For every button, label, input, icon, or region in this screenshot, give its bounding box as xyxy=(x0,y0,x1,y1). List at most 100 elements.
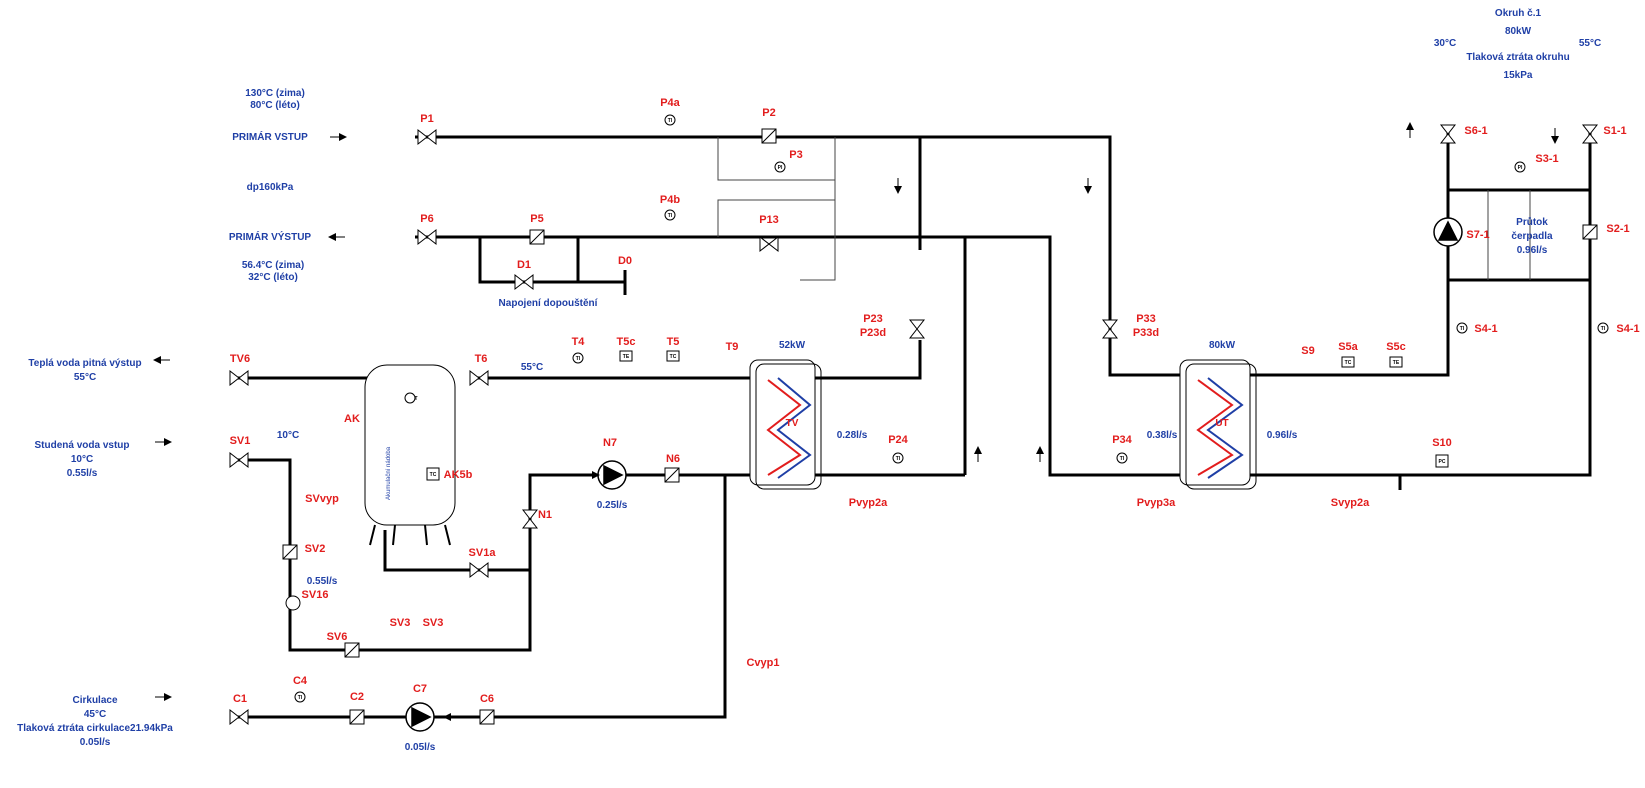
tag-S3-1: S3-1 xyxy=(1535,153,1558,165)
instruments xyxy=(285,114,1609,703)
accumulation-tank xyxy=(364,364,456,546)
tepla-voda-label: Teplá voda pitná výstup xyxy=(28,358,141,369)
tag-N1: N1 xyxy=(538,509,552,521)
tag-Pvyp3a: Pvyp3a xyxy=(1137,497,1176,509)
studena-voda-temp: 10°C xyxy=(71,454,93,465)
te-t5c: TE xyxy=(623,354,630,360)
tag-SV3b: SV3 xyxy=(423,617,444,629)
ti-p24: TI xyxy=(896,456,901,462)
primar-vystup-label: PRIMÁR VÝSTUP xyxy=(229,230,312,243)
tag-S5a: S5a xyxy=(1338,341,1358,353)
pc-s10: PC xyxy=(1439,459,1446,465)
tag-D1: D1 xyxy=(517,259,531,271)
tag-C7: C7 xyxy=(413,683,427,695)
pi-s3-1: PI xyxy=(1518,165,1523,171)
ti-p34: TI xyxy=(1120,456,1125,462)
t-tank: T xyxy=(414,396,417,402)
flow-c7: 0.05l/s xyxy=(405,742,436,753)
vystup-temp-winter: 56.4°C (zima) xyxy=(242,260,304,271)
tag-P4a: P4a xyxy=(660,97,680,109)
tag-Cvyp1: Cvyp1 xyxy=(746,657,779,669)
tepla-voda-temp: 55°C xyxy=(74,372,96,383)
cirkulace-ztrata: Tlaková ztráta cirkulace21.94kPa xyxy=(17,723,173,734)
te-s5c: TE xyxy=(1393,360,1400,366)
tag-SV2: SV2 xyxy=(305,543,326,555)
info-labels: 130°C (zima) 80°C (léto) PRIMÁR VSTUP dp… xyxy=(17,8,1601,753)
ti-s4-1a: TI xyxy=(1460,326,1465,332)
tag-P1: P1 xyxy=(420,113,433,125)
tag-tank-AK: AK xyxy=(344,413,360,425)
tag-P5: P5 xyxy=(530,213,543,225)
ti-c4: TI xyxy=(298,695,303,701)
tag-S2-1: S2-1 xyxy=(1606,223,1629,235)
tc-s5a: TC xyxy=(1345,360,1352,366)
tag-T9: T9 xyxy=(726,341,739,353)
tag-S6-1: S6-1 xyxy=(1464,125,1487,137)
cerpadla-label: čerpadla xyxy=(1511,231,1553,242)
tag-P33d: P33d xyxy=(1133,327,1159,339)
ut-label: UT xyxy=(1215,418,1228,429)
valves xyxy=(229,124,1599,726)
tc-t5: TC xyxy=(670,354,677,360)
dp-label: dp160kPa xyxy=(247,182,294,193)
heat-exchanger-tv xyxy=(749,359,822,490)
tag-S1-1: S1-1 xyxy=(1603,125,1626,137)
vystup-temp-summer: 32°C (léto) xyxy=(248,272,298,283)
tag-SV1a: SV1a xyxy=(469,547,497,559)
tag-T5: T5 xyxy=(667,336,680,348)
okruh-power: 80kW xyxy=(1505,26,1532,37)
tag-P34: P34 xyxy=(1112,434,1132,446)
primar-temp-summer: 80°C (léto) xyxy=(250,100,300,111)
tag-S4-1-return: S4-1 xyxy=(1616,323,1639,335)
tag-SV16: SV16 xyxy=(302,589,329,601)
tv-power: 52kW xyxy=(779,340,806,351)
tag-TV6: TV6 xyxy=(230,353,250,365)
ut-power: 80kW xyxy=(1209,340,1236,351)
component-tags: P1 P4a P2 P3 P4b P6 P5 P13 D1 D0 P23 P23… xyxy=(230,97,1640,705)
ak-text: Akumulační nádoba xyxy=(386,446,392,500)
okruh-kpa: 15kPa xyxy=(1504,70,1533,81)
tag-SV6: SV6 xyxy=(327,631,348,643)
flow-ut-primary: 0.38l/s xyxy=(1147,430,1178,441)
tv-label: TV xyxy=(786,418,799,429)
tag-N6: N6 xyxy=(666,453,680,465)
tag-T5c: T5c xyxy=(617,336,636,348)
tag-Svyp2a: Svyp2a xyxy=(1331,497,1370,509)
tag-C4: C4 xyxy=(293,675,308,687)
prutok-value: 0.96l/s xyxy=(1517,245,1548,256)
studena-voda-label: Studená voda vstup xyxy=(34,440,129,451)
ti-s4-1b: TI xyxy=(1601,326,1606,332)
tag-P6: P6 xyxy=(420,213,433,225)
studena-voda-flow: 0.55l/s xyxy=(67,468,98,479)
napojeni-label: Napojení dopouštění xyxy=(499,298,599,309)
okruh-temp-return: 30°C xyxy=(1434,38,1456,49)
tag-S7-1: S7-1 xyxy=(1466,229,1489,241)
tag-D0: D0 xyxy=(618,255,632,267)
tag-T6: T6 xyxy=(475,353,488,365)
flow-arrows xyxy=(153,122,1559,721)
flow-tv: 0.28l/s xyxy=(837,430,868,441)
tag-Pvyp2a: Pvyp2a xyxy=(849,497,888,509)
tag-P2: P2 xyxy=(762,107,775,119)
tag-S10: S10 xyxy=(1432,437,1452,449)
ti-p4a: TI xyxy=(668,118,673,124)
tag-P24: P24 xyxy=(888,434,908,446)
okruh-temp-supply: 55°C xyxy=(1579,38,1601,49)
tag-C2: C2 xyxy=(350,691,364,703)
cirkulace-temp: 45°C xyxy=(84,709,106,720)
okruh-ztrata: Tlaková ztráta okruhu xyxy=(1466,52,1569,63)
filters xyxy=(282,128,1598,725)
heat-exchanger-ut xyxy=(1179,359,1257,490)
tag-P23d: P23d xyxy=(860,327,886,339)
tag-P23: P23 xyxy=(863,313,883,325)
cirkulace-flow: 0.05l/s xyxy=(80,737,111,748)
okruh-title: Okruh č.1 xyxy=(1495,8,1542,19)
tag-N7: N7 xyxy=(603,437,617,449)
tag-C1: C1 xyxy=(233,693,247,705)
tag-S9: S9 xyxy=(1301,345,1314,357)
tag-SV1: SV1 xyxy=(230,435,251,447)
tag-SV3a: SV3 xyxy=(390,617,411,629)
ti-t4: TI xyxy=(576,356,581,362)
pumps xyxy=(405,217,1463,732)
